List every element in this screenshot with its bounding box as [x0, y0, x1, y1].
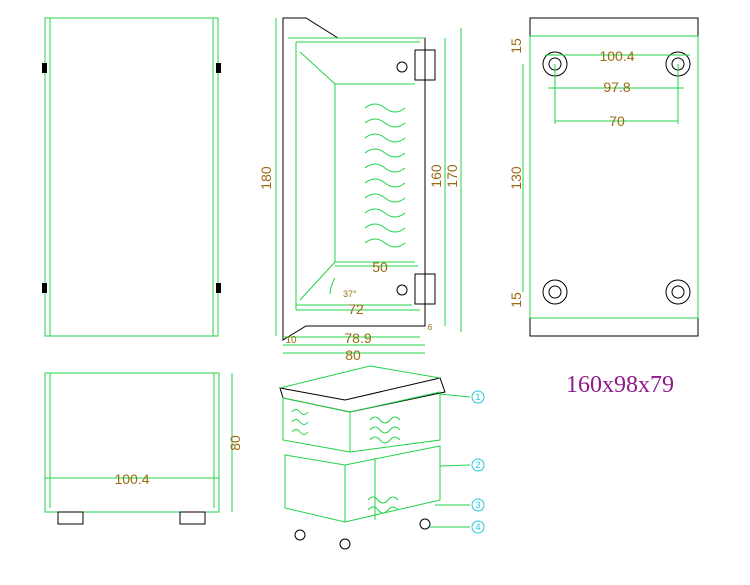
model-title: 160x98x79: [566, 372, 674, 398]
exploded-view: 1 2 3 4: [279, 365, 485, 550]
dim-front-100-4: 100.4: [114, 471, 149, 487]
dim-50: 50: [372, 259, 388, 275]
callout-2: 2: [475, 460, 480, 470]
dim-angle: 37°: [343, 289, 357, 299]
dim-80: 80: [345, 347, 361, 363]
bottom-view: 100.4 97.8 70 130 15 15: [508, 17, 699, 337]
dim-front-80: 80: [227, 435, 243, 451]
front-view: 80 100.4: [44, 372, 243, 525]
dim-160: 160: [428, 164, 444, 188]
small-mark: 6: [428, 323, 433, 332]
screw-icon: [216, 63, 221, 73]
dim-10: 10: [285, 335, 297, 346]
dim-130: 130: [508, 166, 524, 190]
dim-180: 180: [258, 166, 274, 190]
dim-70: 70: [609, 113, 625, 129]
screw-icon: [42, 63, 47, 73]
dim-15-bottom: 15: [508, 292, 524, 308]
screw-icon: [216, 283, 221, 293]
dim-15-top: 15: [508, 38, 524, 54]
callout-3: 3: [475, 500, 480, 510]
dim-78-9: 78.9: [344, 330, 371, 346]
screw-icon: [42, 283, 47, 293]
top-left-view: [42, 17, 221, 337]
side-section-view: 180 160 170 50 37° 72 10 78.9 80 6: [258, 17, 462, 363]
dim-72: 72: [348, 301, 364, 317]
dim-170: 170: [444, 164, 460, 188]
callout-1: 1: [475, 392, 480, 402]
dim-100-4: 100.4: [599, 48, 634, 64]
dim-97-8: 97.8: [603, 79, 630, 95]
callout-4: 4: [475, 522, 480, 532]
